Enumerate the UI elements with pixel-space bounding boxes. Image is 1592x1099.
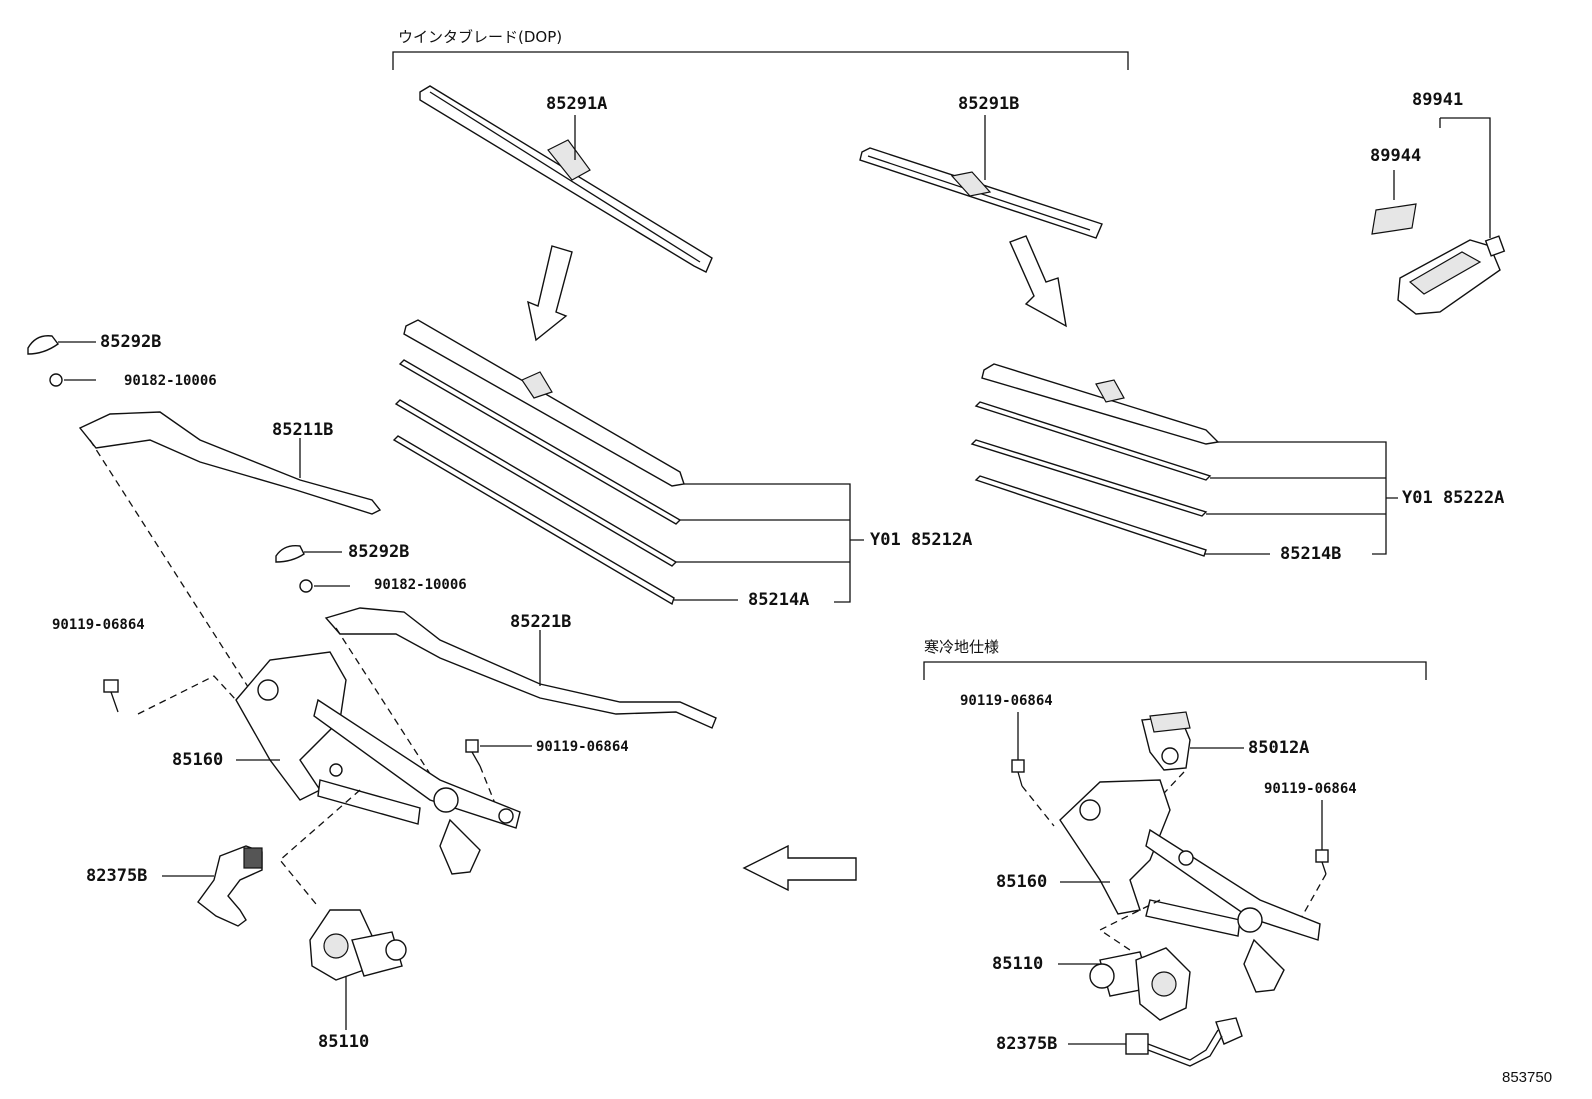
heater-85012A [1141, 711, 1191, 771]
winter-blade-85291B [859, 115, 1103, 239]
label-89941[interactable]: 89941 [1412, 90, 1464, 110]
nut-90182-2 [299, 579, 313, 593]
winter-blade-85291A [419, 85, 713, 273]
dash-bolt4 [1299, 873, 1327, 921]
bolt-90119-2 [465, 739, 481, 767]
diagram-number: 853750 [1502, 1069, 1553, 1086]
label-90119-3[interactable]: 90119-06864 [960, 693, 1053, 709]
wiper-linkage-85160-left [235, 651, 521, 875]
label-90182-1[interactable]: 90182-10006 [124, 373, 217, 389]
bolt-90119-1 [103, 679, 119, 713]
dash-bolt1 [137, 675, 237, 715]
label-90119-4[interactable]: 90119-06864 [1264, 781, 1357, 797]
leaders-85212A [676, 483, 864, 603]
label-85212A[interactable]: Y01 85212A [870, 530, 973, 550]
harness-82375B-left [197, 845, 263, 927]
wiper-arm-85221B [324, 607, 717, 729]
nut-90182-1 [49, 373, 63, 387]
wiper-motor-85110-right [1089, 947, 1191, 1021]
key-fob-89941 [1397, 235, 1506, 315]
label-85110-left[interactable]: 85110 [318, 1032, 370, 1052]
label-89944[interactable]: 89944 [1370, 146, 1422, 166]
caption-cold-region: 寒冷地仕様 [924, 638, 1000, 656]
bolt-90119-3 [1011, 712, 1025, 787]
label-85292B-1[interactable]: 85292B [100, 332, 162, 352]
dash-arm1 [89, 439, 251, 691]
label-82375B-right[interactable]: 82375B [996, 1034, 1058, 1054]
blade-assembly-85222A [970, 363, 1220, 557]
label-85292B-2[interactable]: 85292B [348, 542, 410, 562]
leader-89941 [1440, 117, 1491, 238]
arrow-down-right [1009, 235, 1067, 328]
arrow-down-left [527, 245, 573, 342]
label-85012A[interactable]: 85012A [1248, 738, 1310, 758]
label-85291B[interactable]: 85291B [958, 94, 1020, 114]
label-85211B[interactable]: 85211B [272, 420, 334, 440]
bolt-90119-4 [1315, 800, 1329, 875]
caption-winter-blade: ウインタブレード(DOP) [398, 28, 563, 46]
label-85160-left[interactable]: 85160 [172, 750, 224, 770]
cap-85292B-2 [275, 545, 305, 563]
label-85110-right[interactable]: 85110 [992, 954, 1044, 974]
winter-blade-bracket [392, 51, 1129, 70]
label-90119-1[interactable]: 90119-06864 [52, 617, 145, 633]
cold-spec-bracket [923, 661, 1427, 680]
dash-arm2 [335, 627, 435, 781]
cap-85292B-1 [27, 335, 59, 355]
dash-motor-left [279, 789, 361, 905]
wiper-arm-85211B [78, 411, 382, 515]
battery-89944 [1371, 203, 1417, 235]
label-85222A[interactable]: Y01 85222A [1402, 488, 1505, 508]
label-85214B[interactable]: 85214B [1280, 544, 1342, 564]
label-82375B-left[interactable]: 82375B [86, 866, 148, 886]
label-85214A[interactable]: 85214A [748, 590, 810, 610]
label-90182-2[interactable]: 90182-10006 [374, 577, 467, 593]
wiper-motor-85110-left [309, 909, 407, 981]
label-90119-2[interactable]: 90119-06864 [536, 739, 629, 755]
arrow-left [742, 844, 857, 892]
blade-assembly-85212A [392, 319, 685, 606]
dash-bolt3 [1021, 785, 1055, 827]
label-85221B[interactable]: 85221B [510, 612, 572, 632]
label-85291A[interactable]: 85291A [546, 94, 608, 114]
leaders-85222A [1206, 441, 1398, 555]
harness-82375B-right [1125, 1017, 1243, 1067]
label-85160-right[interactable]: 85160 [996, 872, 1048, 892]
wiper-linkage-85160-right [1059, 779, 1321, 993]
